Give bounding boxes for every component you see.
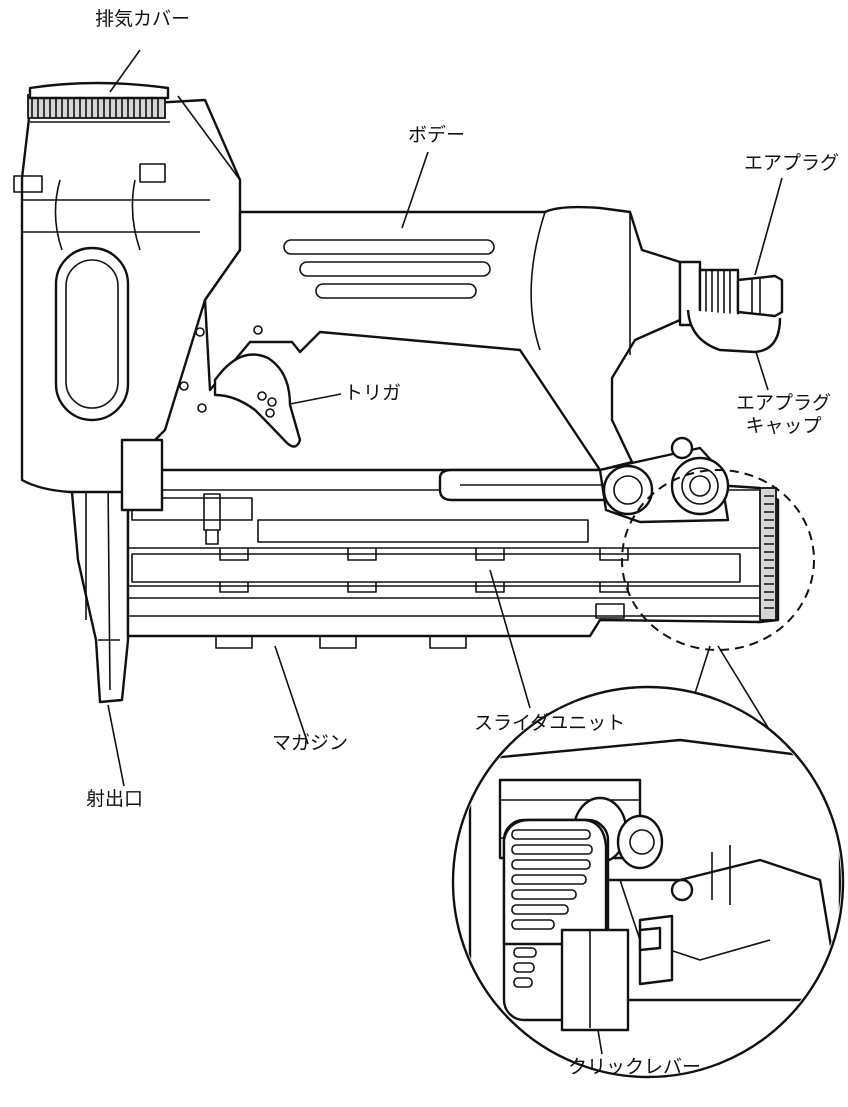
head-assembly (13, 81, 242, 494)
leader-air-plug (754, 177, 783, 276)
body-housing (179, 205, 682, 472)
label-exhaust-cover: 排気カバー (95, 8, 191, 30)
label-air-plug-cap: エアプラグ キャップ (736, 392, 831, 438)
leader-body (401, 151, 429, 229)
label-body: ボデー (408, 124, 466, 146)
label-air-plug-cap-line2: キャップ (745, 414, 822, 437)
label-air-plug-cap-line1: エアプラグ (736, 392, 832, 414)
leader-lines (107, 49, 783, 1055)
label-nose: 射出口 (86, 788, 144, 810)
label-air-plug: エアプラグ (744, 152, 840, 174)
leader-slider-unit (489, 569, 531, 709)
leader-trigger (289, 393, 342, 405)
click-lever-part (560, 928, 630, 1032)
magazine-assembly (120, 436, 780, 649)
label-slider-unit: スライダユニット (474, 712, 626, 734)
label-click-lever: クリックレバー (568, 1056, 702, 1078)
leader-click-lever (597, 1029, 603, 1055)
leader-nose (107, 704, 125, 787)
detail-zoom-marker (621, 469, 815, 651)
leader-exhaust-cover (109, 49, 141, 93)
leader-air-plug-cap (755, 351, 769, 391)
air-plug-assembly (678, 260, 784, 354)
trigger-part (213, 353, 302, 448)
label-trigger: トリガ (344, 382, 402, 404)
nose-assembly (68, 468, 130, 704)
label-magazine: マガジン (272, 732, 349, 754)
leader-magazine (274, 645, 309, 745)
click-lever-detail (468, 738, 841, 1075)
